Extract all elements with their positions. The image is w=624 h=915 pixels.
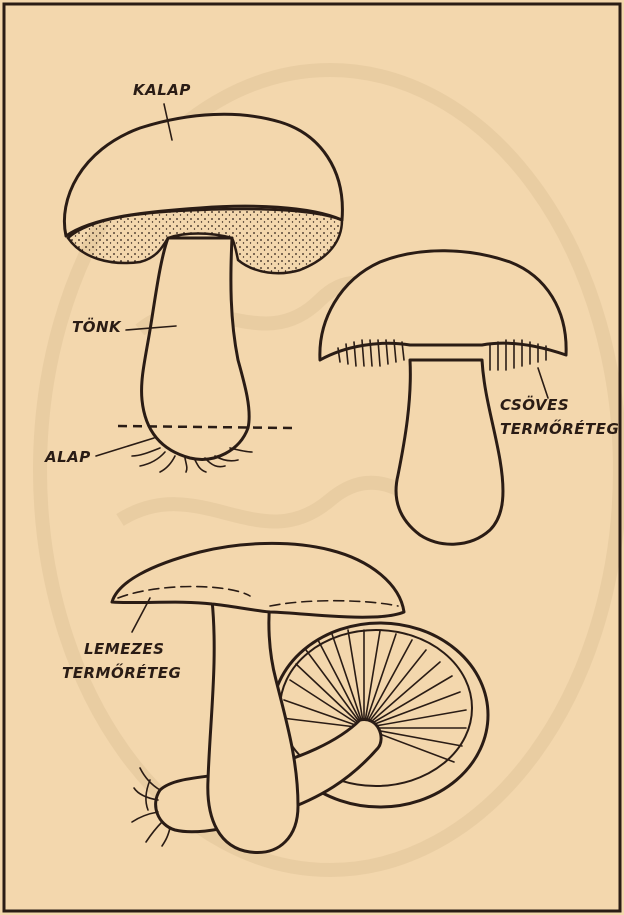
stem-shape <box>396 360 503 544</box>
label-kalap: KALAP <box>133 81 191 99</box>
label-alap: ALAP <box>44 448 91 466</box>
label-lemezes-line2: TERMŐRÉTEG <box>62 662 181 682</box>
label-tonk: TÖNK <box>72 317 122 336</box>
label-csoves-line2: TERMŐRÉTEG <box>500 418 619 438</box>
label-csoves-line1: CSÖVES <box>500 395 569 414</box>
label-lemezes-line1: LEMEZES <box>84 640 164 658</box>
mushroom-tubular: CSÖVES TERMŐRÉTEG <box>320 251 619 544</box>
mushroom-lamellate: LEMEZES TERMŐRÉTEG <box>62 543 488 852</box>
cap-shape <box>112 543 404 617</box>
mushroom-boletus-labeled: KALAP TÖNK ALAP <box>44 81 342 472</box>
cap-shape <box>320 251 566 360</box>
csoves-leader <box>538 368 548 398</box>
stem-shape <box>208 600 298 853</box>
